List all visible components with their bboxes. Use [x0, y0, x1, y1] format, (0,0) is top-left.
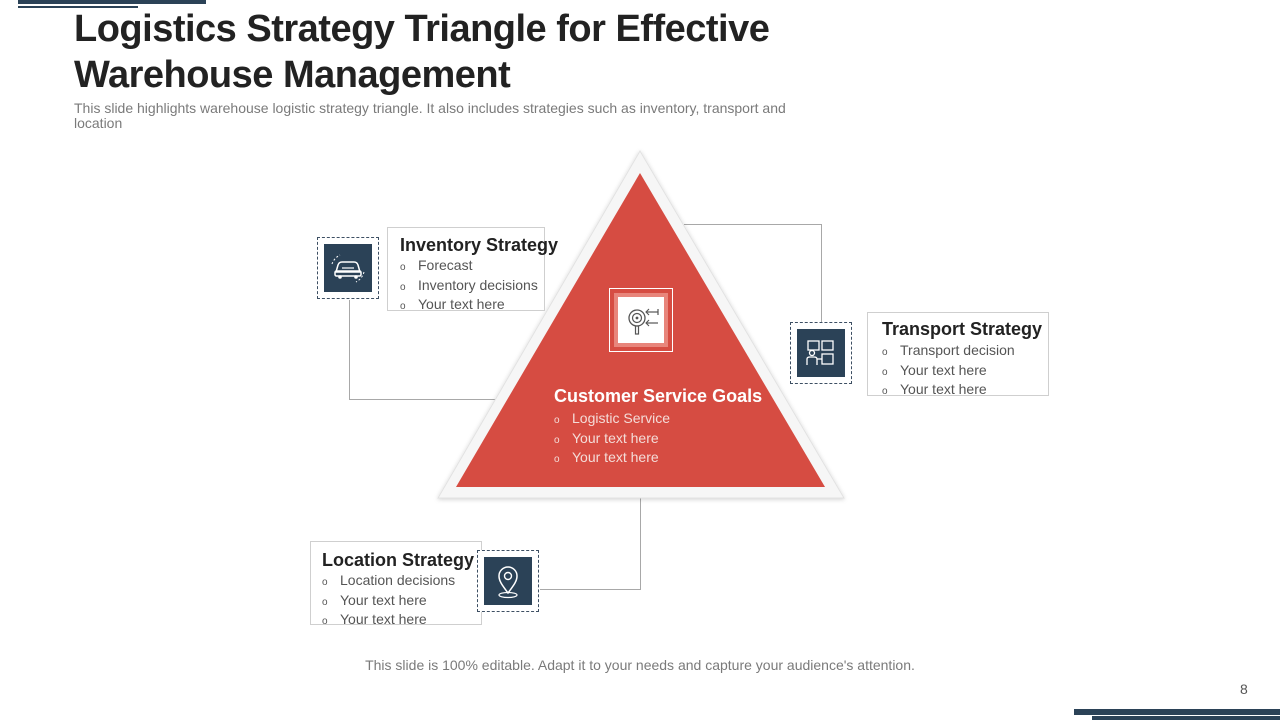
- footer-note: This slide is 100% editable. Adapt it to…: [365, 657, 915, 673]
- bottom-accent-bar: [1074, 709, 1280, 715]
- bottom-accent-bar-thin: [1092, 716, 1280, 720]
- center-icon-frame: [609, 288, 673, 352]
- bullet-icon: o: [882, 347, 888, 358]
- bullet-icon: o: [554, 454, 560, 465]
- page-number: 8: [1240, 681, 1248, 697]
- bullet-icon: o: [400, 281, 406, 293]
- bullet-icon: o: [322, 577, 328, 588]
- bullet-icon: o: [322, 616, 328, 627]
- location-icon-frame: [477, 550, 539, 612]
- inventory-box: [387, 227, 545, 311]
- page-subtitle: This slide highlights warehouse logistic…: [74, 100, 786, 131]
- page-title: Logistics Strategy Triangle for Effectiv…: [74, 8, 770, 96]
- top-accent-bar: [18, 0, 206, 4]
- inventory-icon-frame: [317, 237, 379, 299]
- car-inventory-icon: [331, 254, 365, 283]
- transport-icon-frame: [790, 322, 852, 384]
- connector-inventory-vertical: [349, 300, 350, 400]
- transport-box: [867, 312, 1049, 396]
- bullet-icon: o: [554, 415, 560, 426]
- transport-title: Transport Strategy: [882, 319, 1043, 339]
- top-accent-bar-thin: [18, 6, 138, 8]
- delivery-boxes-icon: [806, 340, 834, 365]
- map-pin-icon: [498, 566, 518, 599]
- connector-location-vertical: [640, 497, 641, 590]
- inventory-title: Inventory Strategy: [400, 235, 559, 255]
- bullet-icon: o: [400, 262, 406, 273]
- center-title: Customer Service Goals: [554, 386, 763, 406]
- target-search-icon: [628, 308, 659, 335]
- connector-transport-top: [684, 224, 822, 225]
- location-title: Location Strategy: [322, 550, 475, 570]
- location-box: [310, 541, 482, 625]
- bullet-icon: o: [322, 596, 328, 608]
- bullet-icon: o: [400, 301, 406, 312]
- bullet-icon: o: [882, 366, 888, 378]
- bullet-icon: o: [554, 434, 560, 446]
- bullet-icon: o: [882, 386, 888, 397]
- connector-location-bottom: [540, 589, 641, 590]
- connector-transport-vertical: [821, 224, 822, 322]
- connector-inventory-bottom: [349, 399, 499, 400]
